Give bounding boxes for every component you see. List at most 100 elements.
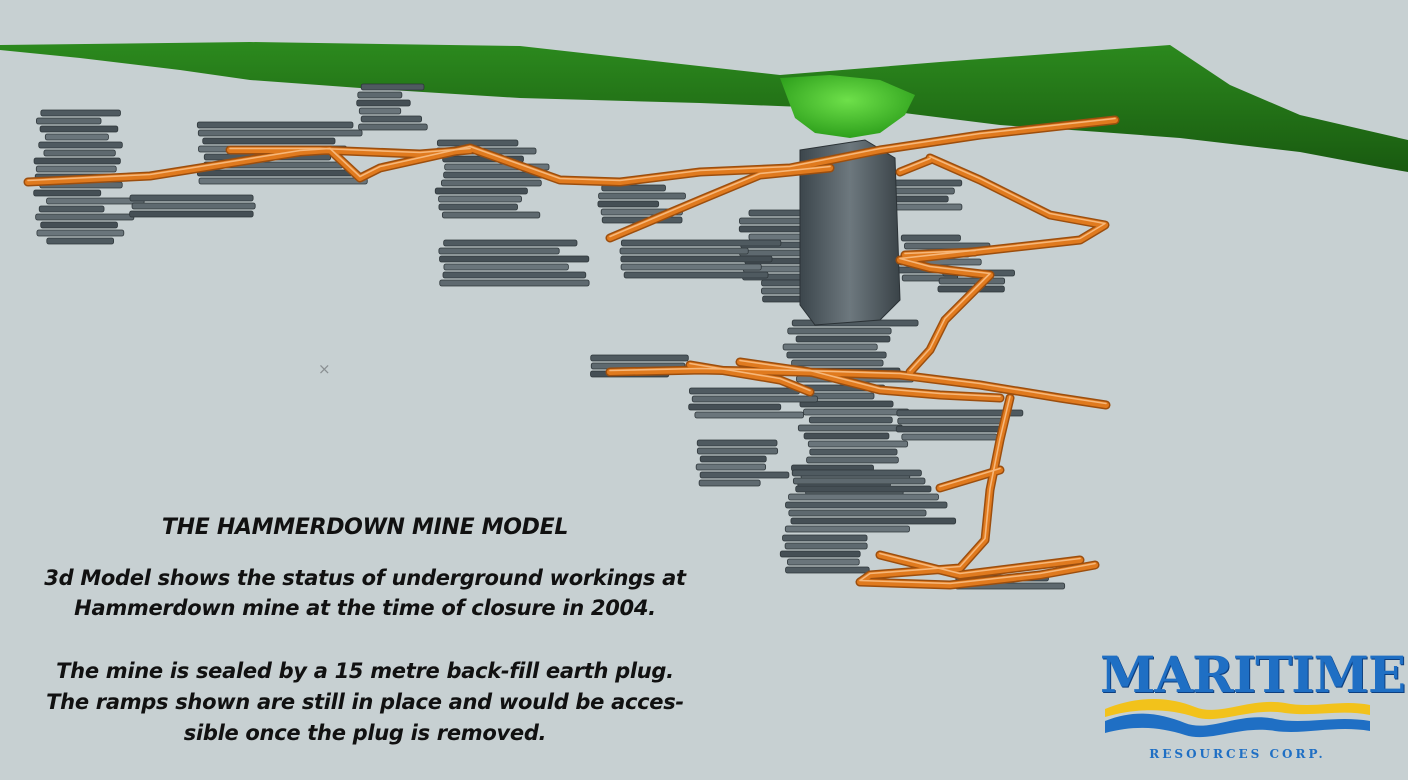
ramp [23, 115, 1120, 187]
ramp [904, 249, 976, 255]
working-drift [44, 133, 109, 141]
working-drift [694, 411, 804, 419]
working-drift [788, 509, 927, 517]
working-drift [896, 409, 1024, 417]
working-drift [597, 200, 660, 208]
working-drift [803, 408, 910, 416]
working-drift [900, 234, 961, 242]
working-drift [699, 471, 790, 479]
working-drift [782, 343, 878, 351]
ramp [899, 155, 1106, 372]
working-drift [901, 433, 998, 441]
working-drift [590, 354, 689, 362]
working-drift [761, 279, 803, 287]
working-drift [791, 469, 922, 477]
earth-plug [780, 75, 915, 138]
working-drift [797, 424, 904, 432]
working-drift [358, 107, 402, 115]
working-drift [598, 192, 686, 200]
company-logo: MARITIME RESOURCES CORP. [1100, 645, 1406, 770]
ground-surface [0, 42, 1408, 172]
working-drift [787, 558, 860, 566]
ramp [879, 552, 1081, 575]
cursor-marker: × [318, 360, 331, 378]
working-drift [438, 247, 560, 255]
working-drift [785, 566, 870, 574]
working-drift [790, 517, 957, 525]
working-drift [739, 217, 810, 225]
working-drift [443, 263, 569, 271]
working-drift [799, 400, 894, 408]
shaft [799, 139, 901, 326]
wave-icon [1105, 699, 1370, 738]
logo-tagline: RESOURCES CORP. [1149, 747, 1326, 761]
working-drift [791, 359, 884, 367]
working-drift [358, 123, 428, 131]
working-drift [442, 271, 587, 279]
caption-line: Hammerdown mine at the time of closure i… [74, 596, 656, 620]
working-drift [691, 395, 818, 403]
working-drift [803, 432, 890, 440]
caption-line: sible once the plug is removed. [183, 721, 547, 745]
working-drift [46, 197, 145, 205]
working-drift [131, 202, 256, 210]
working-drift [897, 417, 1005, 425]
working-drift [129, 210, 254, 218]
working-drift [436, 139, 519, 147]
working-drift [39, 125, 119, 133]
working-drift [784, 525, 910, 533]
working-drift [938, 277, 1006, 285]
ramp [689, 362, 811, 392]
ramp [739, 359, 1001, 398]
working-drift [688, 403, 782, 411]
working-drift [196, 121, 354, 129]
working-drift [36, 229, 125, 237]
ramp [859, 395, 1096, 585]
working-drift [441, 179, 542, 187]
working-drift [129, 194, 254, 202]
working-drift [689, 387, 800, 395]
working-drift [807, 440, 909, 448]
working-drift [738, 225, 805, 233]
working-drift [620, 263, 762, 271]
ramp [229, 147, 471, 154]
working-drift [619, 247, 749, 255]
working-drift [601, 184, 666, 192]
ramp [27, 117, 1116, 182]
underground-workings [33, 83, 1066, 590]
working-drift [33, 157, 121, 165]
working-drift [36, 117, 102, 125]
ramp [897, 157, 933, 175]
working-drift [699, 455, 767, 463]
working-drift [46, 237, 115, 245]
working-drift [202, 137, 336, 145]
working-drift [782, 534, 868, 542]
ramp [687, 362, 813, 395]
working-drift [439, 255, 590, 263]
working-drift [443, 239, 578, 247]
working-drift [360, 115, 423, 123]
working-drift [792, 477, 926, 485]
working-drift [197, 129, 363, 137]
working-drift [620, 239, 782, 247]
ramp [937, 467, 1003, 491]
working-drift [696, 439, 778, 447]
working-drift [784, 542, 868, 550]
working-drift [438, 203, 518, 211]
working-drift [808, 416, 893, 424]
working-drift [785, 501, 948, 509]
working-drift [439, 279, 590, 287]
working-drift [696, 447, 779, 455]
caption-line: The mine is sealed by a 15 metre back-fi… [56, 659, 674, 683]
caption-line: 3d Model shows the status of underground… [44, 566, 686, 590]
working-drift [441, 211, 541, 219]
working-drift [357, 91, 403, 99]
ramp [609, 367, 1107, 405]
working-drift [38, 205, 105, 213]
ramp [607, 165, 833, 241]
working-drift [43, 149, 116, 157]
working-drift [809, 448, 898, 456]
ramp [939, 467, 1001, 488]
caption-paragraph-2: The mine is sealed by a 15 metre back-fi… [30, 656, 700, 749]
